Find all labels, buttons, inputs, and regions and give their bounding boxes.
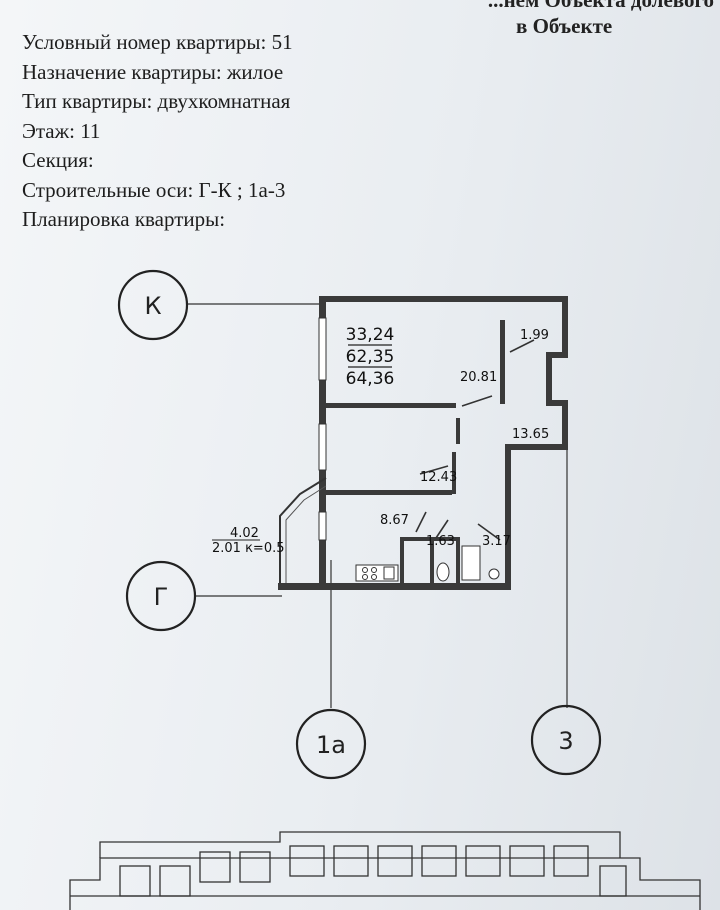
windows	[318, 317, 327, 541]
axis-bubble-1a	[295, 708, 367, 780]
balcony-inner	[285, 485, 327, 583]
area-hall: 13.65	[512, 427, 549, 442]
apartment-purpose: Назначение квартиры: жилое	[22, 59, 284, 84]
balcony-outline	[279, 477, 327, 583]
axis-label-k: К	[144, 292, 161, 320]
axis-bubble-g	[125, 560, 197, 632]
doors	[415, 339, 535, 541]
area-living: 33,24	[346, 325, 395, 345]
area-kitchen: 8.67	[380, 513, 409, 528]
area-total-with-balcony: 64,36	[346, 369, 395, 389]
apartment-axes: Строительные оси: Г-К ; 1а-3	[22, 177, 286, 202]
header-top-line: ...нем Объекта долевого	[487, 0, 714, 12]
building-outline-strip	[69, 831, 701, 910]
area-balcony-calc: 2.01 к=0.5	[212, 541, 285, 556]
apartment-section: Секция:	[22, 148, 94, 172]
apartment-floor: Этаж: 11	[22, 118, 101, 143]
axis-bubble-3	[530, 704, 602, 776]
area-wc: 1.63	[426, 534, 455, 549]
apartment-layout-title: Планировка квартиры:	[22, 207, 226, 231]
area-balcony: 4.02	[230, 526, 259, 541]
axis-label-1a: 1а	[316, 731, 346, 759]
apartment-number: Условный номер квартиры: 51	[22, 30, 293, 54]
area-room2: 12.43	[420, 470, 457, 485]
area-bath: 3.17	[482, 534, 511, 549]
area-room1: 20.81	[460, 370, 497, 385]
fixtures	[355, 545, 500, 582]
axis-label-g: Г	[154, 583, 169, 611]
header-sub-line: в Объекте	[516, 14, 613, 38]
axis-bubble-k	[117, 269, 189, 341]
axis-label-3: 3	[558, 727, 573, 755]
apartment-type: Тип квартиры: двухкомнатная	[22, 89, 291, 113]
area-total: 62,35	[346, 347, 395, 367]
apartment-info: Условный номер квартиры: 51 Назначение к…	[22, 28, 293, 235]
area-wc-small: 1.99	[520, 328, 549, 343]
